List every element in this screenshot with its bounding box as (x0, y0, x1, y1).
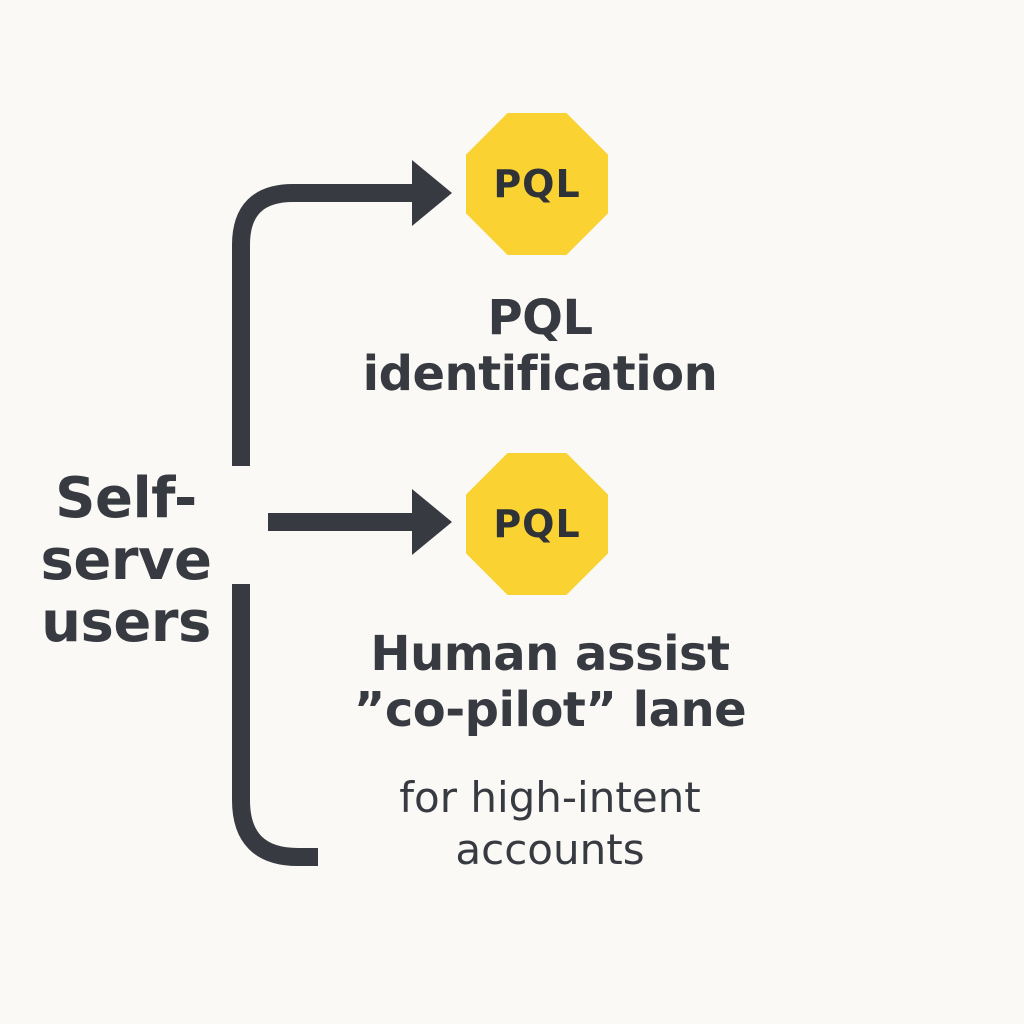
lane-title-line: Human assist (370, 626, 730, 682)
source-label-self-serve-users: Self- serve users (18, 468, 234, 654)
connector-lower (232, 584, 318, 866)
connector-upper (232, 184, 418, 466)
source-label-line: users (41, 590, 211, 655)
lane-note-high-intent: for high-intent accounts (330, 772, 770, 876)
lane-note-line: accounts (455, 825, 645, 874)
arrowhead-upper (412, 160, 452, 226)
lane-title-line: identification (362, 346, 718, 402)
lane-title-pql-identification: PQL identification (330, 290, 750, 402)
lane-note-line: for high-intent (399, 773, 701, 822)
lane-title-line: ”co-pilot” lane (353, 682, 747, 738)
arrowhead-middle (412, 489, 452, 555)
pql-badge-octagon-1: PQL (466, 113, 608, 255)
source-label-line: serve (40, 528, 212, 593)
pql-badge-octagon-2: PQL (466, 453, 608, 595)
lane-title-human-assist: Human assist ”co-pilot” lane (310, 626, 790, 738)
source-label-line: Self- (55, 466, 197, 531)
lane-title-line: PQL (487, 290, 593, 346)
